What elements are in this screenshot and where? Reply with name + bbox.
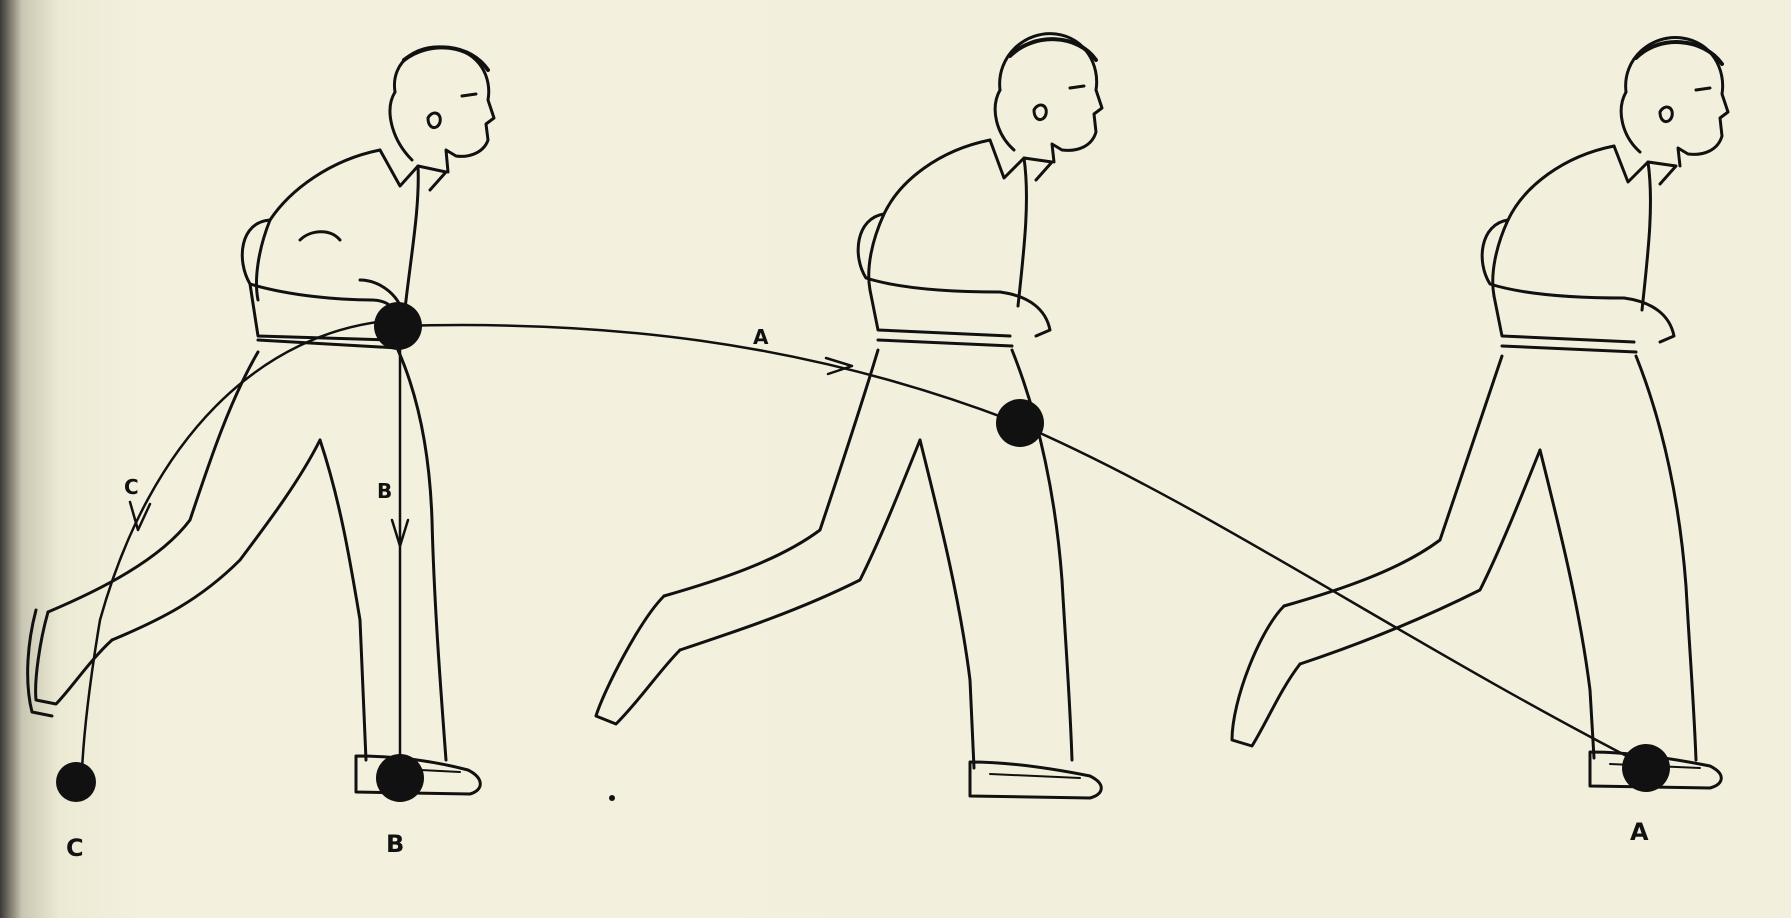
label-ball-c: C (66, 834, 84, 862)
label-ball-b: B (386, 830, 404, 858)
ball-start (374, 302, 422, 350)
ball-landing-c (56, 762, 96, 802)
ball-midflight-a (996, 399, 1044, 447)
label-path-b: B (377, 479, 392, 503)
trajectories (82, 320, 1646, 770)
ball-landing-a (1622, 744, 1670, 792)
trajectory-a (398, 325, 1646, 766)
label-ball-a: A (1630, 818, 1649, 846)
runner-figure-1 (28, 47, 494, 794)
labels: A B C A B C (66, 325, 1649, 862)
ball-landing-b (376, 754, 424, 802)
label-path-c: C (124, 475, 139, 499)
label-path-a: A (753, 325, 769, 349)
balls (56, 302, 1670, 802)
speck (609, 795, 615, 801)
